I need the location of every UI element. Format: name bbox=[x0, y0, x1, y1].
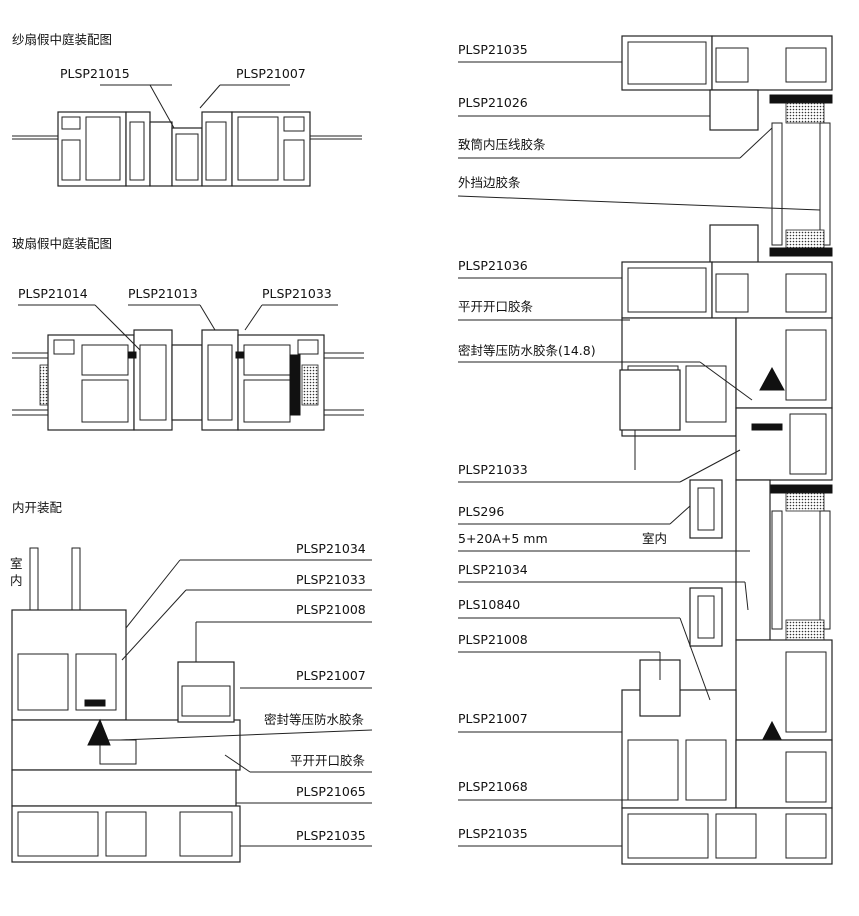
screen-sash-assembly bbox=[12, 84, 362, 187]
label-r-3: 致筒内压线胶条 bbox=[458, 137, 546, 152]
label-r-10: 5+20A+5 mm bbox=[458, 531, 548, 546]
label-s2-a: PLSP21014 bbox=[18, 286, 88, 301]
label-r-8: PLSP21033 bbox=[458, 462, 528, 477]
label-s3-4: PLSP21007 bbox=[296, 668, 366, 683]
label-s3-3: PLSP21008 bbox=[296, 602, 366, 617]
label-r-9: PLS296 bbox=[458, 504, 505, 519]
label-r-5: PLSP21036 bbox=[458, 258, 528, 273]
label-r-2: PLSP21026 bbox=[458, 95, 528, 110]
label-r-10b: 室内 bbox=[642, 531, 668, 546]
label-s2-b: PLSP21013 bbox=[128, 286, 198, 301]
label-r-6: 平开开口胶条 bbox=[458, 299, 534, 314]
label-s1-a: PLSP21015 bbox=[60, 66, 130, 81]
label-r-16: PLSP21035 bbox=[458, 826, 528, 841]
label-r-7: 密封等压防水胶条(14.8) bbox=[458, 343, 596, 358]
label-s3-8: PLSP21035 bbox=[296, 828, 366, 843]
glass-sash-assembly bbox=[12, 304, 364, 431]
label-s1-b: PLSP21007 bbox=[236, 66, 306, 81]
label-r-13: PLSP21008 bbox=[458, 632, 528, 647]
section-title-glass-sash: 玻扇假中庭装配图 bbox=[12, 236, 113, 251]
label-r-14: PLSP21007 bbox=[458, 711, 528, 726]
vertical-section-assembly bbox=[457, 35, 833, 865]
label-s3-2: PLSP21033 bbox=[296, 572, 366, 587]
inward-opening-assembly bbox=[11, 547, 373, 863]
label-r-4: 外挡边胶条 bbox=[458, 175, 521, 190]
label-r-1: PLSP21035 bbox=[458, 42, 528, 57]
label-indoor-vertical: 室内 bbox=[10, 556, 23, 588]
label-s3-6: 平开开口胶条 bbox=[290, 753, 366, 768]
label-r-12: PLS10840 bbox=[458, 597, 521, 612]
label-s3-7: PLSP21065 bbox=[296, 784, 366, 799]
label-r-11: PLSP21034 bbox=[458, 562, 528, 577]
label-s2-c: PLSP21033 bbox=[262, 286, 332, 301]
section-title-inward: 内开装配 bbox=[12, 500, 63, 515]
label-s3-1: PLSP21034 bbox=[296, 541, 366, 556]
section-title-screen-sash: 纱扇假中庭装配图 bbox=[12, 32, 113, 47]
label-s3-5: 密封等压防水胶条 bbox=[264, 712, 365, 727]
label-r-15: PLSP21068 bbox=[458, 779, 528, 794]
